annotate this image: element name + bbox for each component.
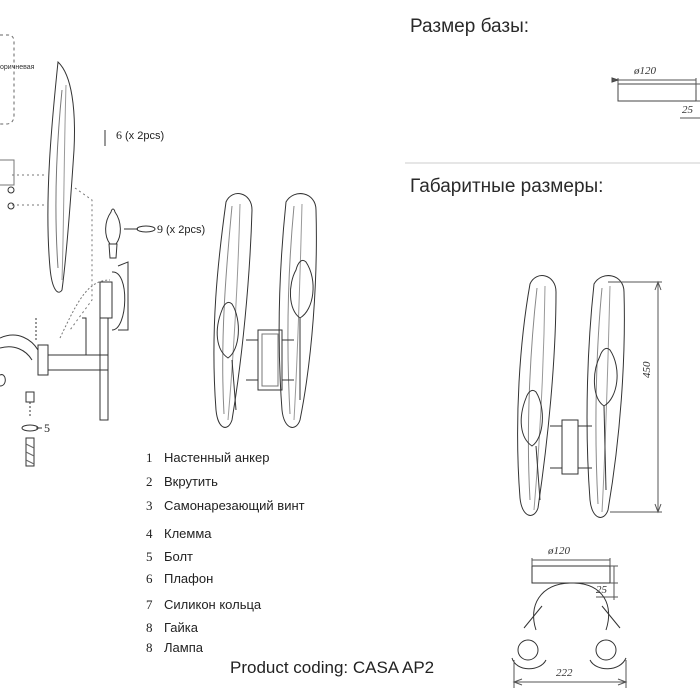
legend-item-label: Болт: [164, 549, 194, 564]
legend-item: 8 Лампа: [146, 640, 203, 656]
callout-part-6-number: 6: [116, 128, 122, 142]
callout-part-6: 6 (x 2pcs): [116, 128, 164, 143]
overall-height-label: 450: [641, 361, 653, 379]
legend-item-number: 8: [146, 640, 153, 655]
legend-item-number: 1: [146, 450, 153, 465]
wire-color-label: оричневая: [0, 64, 35, 71]
legend-item-label: Силикон кольца: [164, 597, 262, 612]
legend-item-number: 5: [146, 549, 153, 564]
overall-base-height-label: 25: [596, 584, 607, 596]
base-diameter-label: ø120: [634, 65, 656, 77]
legend-item: 5 Болт: [146, 549, 193, 565]
legend-item: 8 Гайка: [146, 620, 198, 636]
legend-item-label: Лампа: [164, 640, 203, 655]
legend-item: 1 Настенный анкер: [146, 450, 269, 466]
base-height-label: 25: [682, 104, 693, 116]
legend-item-label: Клемма: [164, 526, 212, 541]
legend-item-label: Плафон: [164, 571, 214, 586]
legend-item: 2 Вкрутить: [146, 474, 218, 490]
legend-item-number: 3: [146, 498, 153, 513]
legend-item-number: 6: [146, 571, 153, 586]
legend-item-number: 7: [146, 597, 153, 612]
callout-part-9: 9 (x 2pcs): [157, 222, 205, 237]
legend-item-number: 8: [146, 620, 153, 635]
legend-item-number: 2: [146, 474, 153, 489]
legend-item-label: Самонарезающий винт: [164, 498, 305, 513]
overall-base-diameter-label: ø120: [548, 545, 570, 557]
overall-size-title: Габаритные размеры:: [410, 176, 604, 197]
callout-part-6-qty: (x 2pcs): [125, 130, 165, 142]
legend-item: 7 Силикон кольца: [146, 597, 261, 613]
legend-item: 3 Самонарезающий винт: [146, 498, 305, 514]
legend-item-label: Настенный анкер: [164, 450, 270, 465]
product-coding: Product coding: CASA AP2: [230, 658, 435, 677]
legend-item: 6 Плафон: [146, 571, 213, 587]
legend-item-number: 4: [146, 526, 153, 541]
overall-width-label: 222: [556, 667, 573, 679]
legend-item: 4 Клемма: [146, 526, 212, 542]
base-size-title: Размер базы:: [410, 16, 530, 37]
callout-part-9-number: 9: [157, 222, 163, 236]
legend-item-label: Гайка: [164, 620, 199, 635]
callout-part-9-qty: (x 2pcs): [166, 224, 206, 236]
legend-item-label: Вкрутить: [164, 474, 218, 489]
callout-part-5: 5: [44, 421, 50, 435]
